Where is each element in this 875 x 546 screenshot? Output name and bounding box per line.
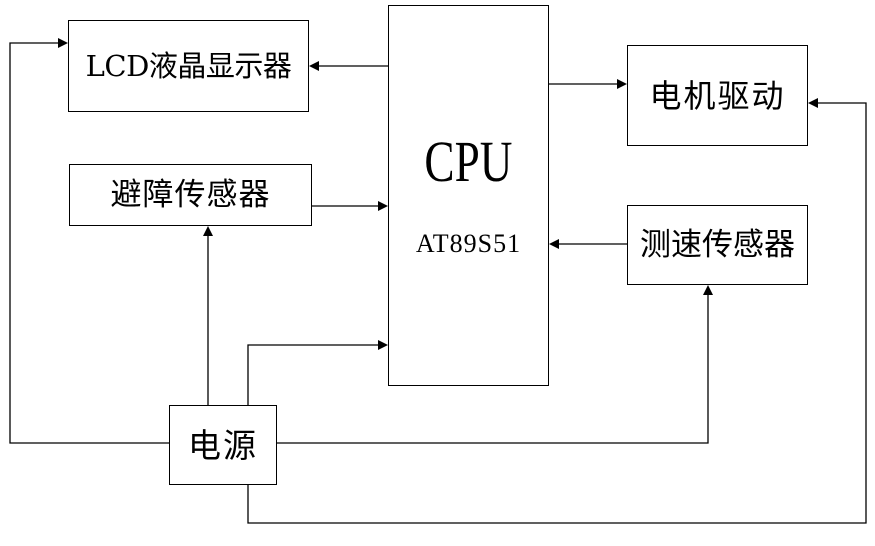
- power-supply-label: 电源: [188, 425, 258, 465]
- motor-driver-block: 电机驱动: [627, 45, 808, 146]
- arrow-power-to-motor: [808, 98, 818, 108]
- arrow-cpu-to-lcd: [309, 61, 319, 71]
- speed-sensor-block: 测速传感器: [627, 205, 808, 285]
- speed-sensor-label: 测速传感器: [640, 226, 795, 263]
- cpu-block: CPU AT89S51: [388, 5, 549, 386]
- arrow-power-to-lcd: [58, 38, 68, 48]
- wire-power-to-cpu: [247, 344, 379, 405]
- arrow-cpu-to-motor: [617, 79, 627, 89]
- arrow-obstacle-to-cpu: [378, 201, 388, 211]
- wire-power-to-lcd: [9, 42, 169, 444]
- power-supply-block: 电源: [169, 405, 277, 485]
- lcd-display-label: LCD液晶显示器: [85, 48, 292, 83]
- obstacle-sensor-label: 避障传感器: [110, 176, 271, 213]
- arrow-power-to-cpu: [378, 340, 388, 350]
- arrow-power-to-speed: [703, 285, 713, 295]
- lcd-display-block: LCD液晶显示器: [68, 20, 309, 112]
- wire-power-to-motor: [247, 102, 867, 524]
- arrow-speed-to-cpu: [549, 239, 559, 249]
- motor-driver-label: 电机驱动: [649, 76, 786, 115]
- cpu-title: CPU: [424, 129, 513, 194]
- wire-power-to-speed: [277, 294, 709, 444]
- obstacle-sensor-block: 避障传感器: [69, 164, 312, 226]
- cpu-model-label: AT89S51: [415, 229, 522, 258]
- arrow-power-to-obstacle: [203, 226, 213, 236]
